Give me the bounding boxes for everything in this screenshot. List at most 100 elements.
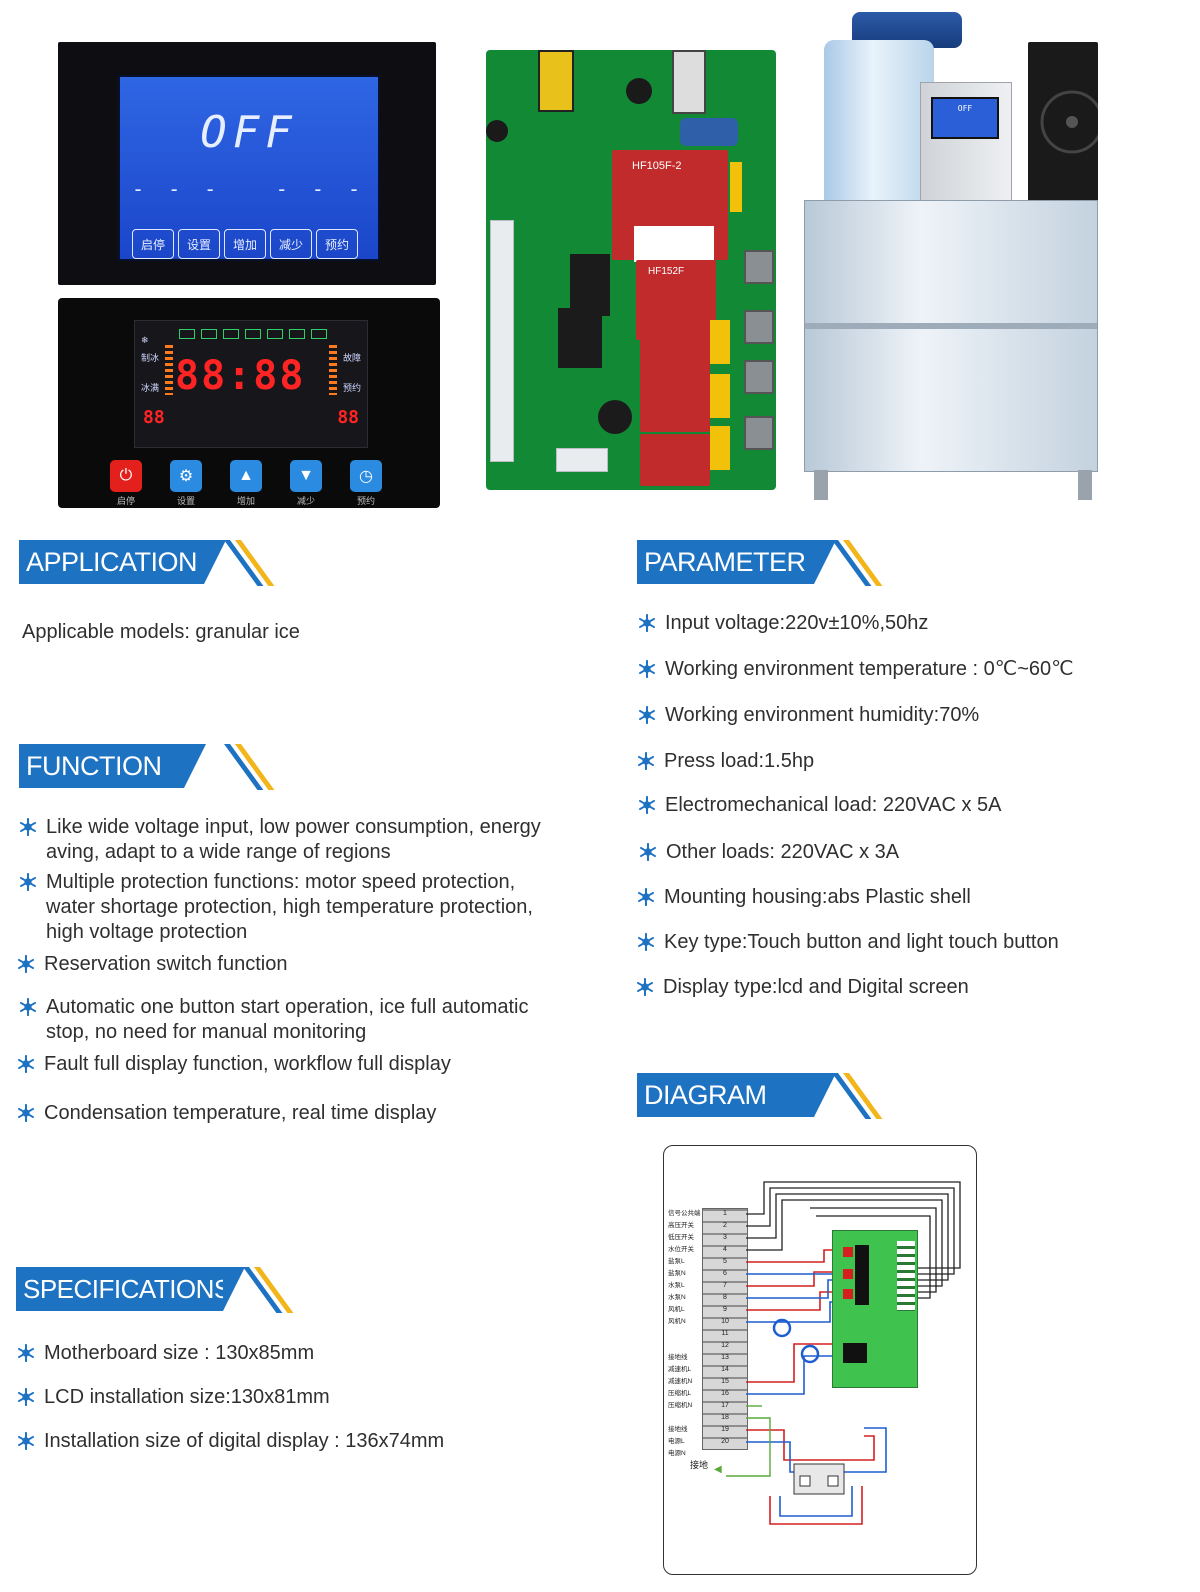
lcd-key-reserve: 预约 (316, 229, 358, 259)
terminal-label: 水位开关 (668, 1246, 694, 1253)
lcd-key-start-stop: 启停 (132, 229, 174, 259)
terminal-label: 低压开关 (668, 1234, 694, 1241)
led-label-ice-making: 制冰 (141, 353, 160, 363)
lcd-right-dashes: - - - (275, 177, 366, 201)
terminal-label: 电源N (668, 1450, 686, 1457)
machine-screen: OFF (931, 97, 999, 139)
function-header: FUNCTION (19, 744, 275, 790)
snowflake-bullet-icon (19, 998, 37, 1016)
terminal-number: 19 (721, 1426, 729, 1433)
terminal-number: 9 (723, 1306, 727, 1313)
terminal-label: 压缩机N (668, 1402, 693, 1409)
terminal-number: 20 (721, 1438, 729, 1445)
lcd-key-decrease: 减少 (270, 229, 312, 259)
lcd-keys: 启停 设置 增加 减少 预约 (132, 229, 358, 259)
parameter-item: Working environment humidity:70% (638, 703, 979, 728)
terminal-label: 盐泵L (668, 1258, 685, 1265)
terminal-number: 10 (721, 1318, 729, 1325)
condenser-fan (1028, 42, 1104, 202)
parameter-item: Working environment temperature : 0℃~60℃ (638, 657, 1074, 682)
pcb-board-image: HF105F-2 HF152F (486, 50, 776, 490)
terminal-number: 16 (721, 1390, 729, 1397)
led-buttons: ⏻启停 ⚙设置 ▲增加 ▼减少 ◷预约 (110, 460, 382, 507)
spec-item: LCD installation size:130x81mm (17, 1385, 330, 1410)
terminal-number: 5 (723, 1258, 727, 1265)
specifications-header: SPECIFICATIONS (16, 1267, 294, 1313)
led-screen: ❄ 制冰 冰满 故障 预约 88:88 88 88 (134, 320, 368, 448)
snowflake-bullet-icon (19, 818, 37, 836)
function-item: Multiple protection functions: motor spe… (19, 870, 559, 945)
lcd-display-image: OFF - - - - - - 启停 设置 增加 减少 预约 (58, 42, 436, 285)
led-status-icons (179, 329, 327, 339)
snowflake-bullet-icon (637, 933, 655, 951)
terminal-label: 水泵L (668, 1282, 685, 1289)
function-item: Automatic one button start operation, ic… (19, 995, 559, 1045)
function-item: Like wide voltage input, low power consu… (19, 815, 559, 865)
gear-icon: ⚙ (170, 460, 202, 492)
ice-drum (824, 40, 934, 220)
terminal-label: 压缩机L (668, 1390, 692, 1397)
terminal-label: 减速机N (668, 1378, 693, 1385)
snowflake-bullet-icon (17, 1104, 35, 1122)
ice-machine-image: OFF (800, 12, 1104, 500)
led-label-ice-full: 冰满 (141, 383, 160, 393)
terminal-number: 15 (721, 1378, 729, 1385)
terminal-number: 3 (723, 1234, 727, 1241)
spec-item: Motherboard size : 130x85mm (17, 1341, 314, 1366)
terminal-label: 接地线 (668, 1354, 688, 1361)
diagram-title: DIAGRAM (637, 1073, 836, 1117)
lcd-status-text: OFF (200, 107, 298, 158)
led-left-digits: 88 (143, 407, 165, 428)
snowflake-bullet-icon (638, 706, 656, 724)
led-label-fault: 故障 (342, 353, 361, 363)
ground-arrow-icon: ◀ (714, 1464, 722, 1475)
lcd-key-increase: 增加 (224, 229, 266, 259)
parameter-item: Display type:lcd and Digital screen (636, 975, 969, 1000)
snowflake-icon: ❄ (141, 335, 149, 345)
terminal-number: 8 (723, 1294, 727, 1301)
specifications-title: SPECIFICATIONS (16, 1267, 245, 1311)
parameter-item: Press load:1.5hp (637, 749, 814, 774)
snowflake-bullet-icon (17, 1432, 35, 1450)
terminal-number: 12 (721, 1342, 729, 1349)
snowflake-bullet-icon (17, 1388, 35, 1406)
control-box: OFF (920, 82, 1012, 214)
snowflake-bullet-icon (639, 843, 657, 861)
parameter-item: Electromechanical load: 220VAC x 5A (638, 793, 1001, 818)
terminal-label: 风机L (668, 1306, 685, 1313)
terminal-number: 4 (723, 1246, 727, 1253)
application-title: APPLICATION (19, 540, 226, 584)
power-icon: ⏻ (110, 460, 142, 492)
terminal-number: 6 (723, 1270, 727, 1277)
snowflake-bullet-icon (19, 873, 37, 891)
snowflake-bullet-icon (17, 955, 35, 973)
snowflake-bullet-icon (637, 752, 655, 770)
terminal-label: 风机N (668, 1318, 686, 1325)
parameter-title: PARAMETER (637, 540, 836, 584)
terminal-number: 18 (721, 1414, 729, 1421)
function-title: FUNCTION (19, 744, 206, 788)
snowflake-bullet-icon (637, 888, 655, 906)
snowflake-bullet-icon (638, 614, 656, 632)
led-decrease-button: ▼减少 (290, 460, 322, 507)
lcd-screen: OFF - - - - - - 启停 设置 增加 减少 预约 (118, 75, 380, 261)
terminal-label: 高压开关 (668, 1222, 694, 1229)
parameter-item: Input voltage:220v±10%,50hz (638, 611, 928, 636)
snowflake-bullet-icon (17, 1055, 35, 1073)
parameter-item: Other loads: 220VAC x 3A (639, 840, 899, 865)
arrow-up-icon: ▲ (230, 460, 262, 492)
function-item: Condensation temperature, real time disp… (17, 1101, 557, 1126)
parameter-item: Mounting housing:abs Plastic shell (637, 885, 971, 910)
application-text: Applicable models: granular ice (22, 621, 300, 643)
lcd-key-settings: 设置 (178, 229, 220, 259)
terminal-number: 7 (723, 1282, 727, 1289)
ground-label: 接地 (690, 1460, 709, 1470)
terminal-label: 电源L (668, 1438, 685, 1445)
fan-icon (1040, 90, 1104, 154)
application-header: APPLICATION (19, 540, 275, 586)
led-right-digits: 88 (337, 407, 359, 428)
lcd-left-dashes: - - - (132, 177, 223, 201)
terminal-number: 11 (721, 1330, 729, 1337)
